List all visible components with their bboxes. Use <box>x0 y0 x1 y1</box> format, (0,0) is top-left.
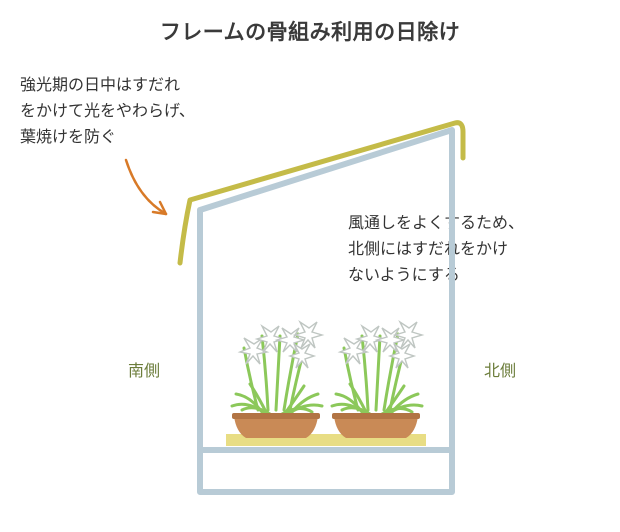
north-side-note: 風通しをよくするため、 北側にはすだれをかけ ないようにする <box>348 213 525 284</box>
frame-outline <box>197 127 455 495</box>
pot-right <box>334 416 418 438</box>
south-side-label: 南側 <box>128 361 161 380</box>
frame <box>197 127 455 495</box>
pointer-arrow <box>124 158 168 216</box>
potted-plant-right <box>330 319 425 438</box>
north-side-label: 北側 <box>484 361 517 380</box>
pot-left <box>234 416 318 438</box>
potted-plant-left <box>230 319 325 438</box>
shade-screen-note: 強光期の日中はすだれ をかけて光をやわらげ、 葉焼けを防ぐ <box>20 75 195 146</box>
shade-screen <box>177 120 466 266</box>
diagram-title: フレームの骨組み利用の日除け <box>159 20 461 44</box>
